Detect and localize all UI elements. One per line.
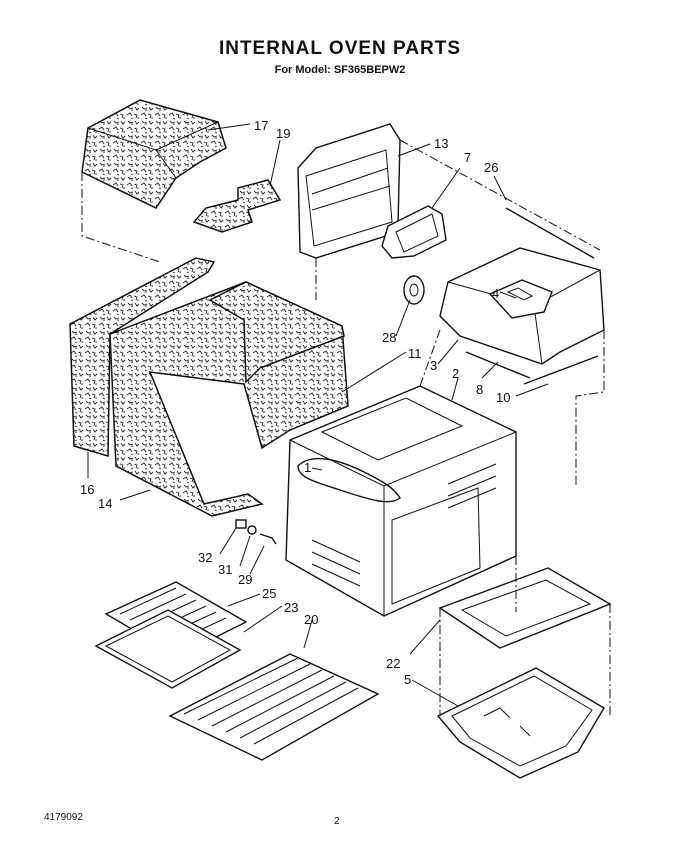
callout-16: 16 <box>80 482 94 497</box>
alignment-lines <box>81 139 611 716</box>
gasket-strip-26 <box>505 207 595 259</box>
page-number: 2 <box>334 816 340 827</box>
callout-3: 3 <box>430 358 437 373</box>
callout-23: 23 <box>284 600 298 615</box>
oven-cavity-2 <box>285 385 517 617</box>
callout-5: 5 <box>404 672 411 687</box>
hardware-32-31-29 <box>235 519 277 545</box>
callout-10: 10 <box>496 390 510 405</box>
callout-31: 31 <box>218 562 232 577</box>
callout-28: 28 <box>382 330 396 345</box>
callout-11: 11 <box>408 346 422 361</box>
oven-rack-20 <box>168 653 380 761</box>
leader-lines <box>87 123 549 707</box>
callout-2: 2 <box>452 366 459 381</box>
drawer-pan-5 <box>436 667 605 779</box>
model-subtitle: For Model: SF365BEPW2 <box>274 64 406 76</box>
callout-13: 13 <box>434 136 448 151</box>
side-insulation-16 <box>69 257 216 457</box>
callout-17: 17 <box>254 118 268 133</box>
callout-7: 7 <box>464 150 471 165</box>
document-number: 4179092 <box>44 812 83 823</box>
callout-22: 22 <box>386 656 400 671</box>
duct-7 <box>381 205 447 259</box>
page-title: INTERNAL OVEN PARTS <box>218 38 462 59</box>
top-insulation-17 <box>81 99 227 209</box>
callout-20: 20 <box>304 612 318 627</box>
drawer-frame-22 <box>438 567 612 649</box>
callout-26: 26 <box>484 160 498 175</box>
element-1 <box>297 457 401 503</box>
callout-8: 8 <box>476 382 483 397</box>
callout-14: 14 <box>98 496 112 511</box>
callout-19: 19 <box>276 126 290 141</box>
wrap-insulation-14 <box>109 281 349 517</box>
broiler-pan-23 <box>94 609 242 689</box>
callout-4: 4 <box>492 286 499 301</box>
oven-top-cover-3 <box>439 247 605 365</box>
callout-32: 32 <box>198 550 212 565</box>
insulation-pad-19 <box>192 179 282 233</box>
callout-1: 1 <box>304 460 311 475</box>
callout-25: 25 <box>262 586 276 601</box>
strips-8-10 <box>465 351 599 385</box>
callout-29: 29 <box>238 572 252 587</box>
fan-28 <box>403 275 425 305</box>
